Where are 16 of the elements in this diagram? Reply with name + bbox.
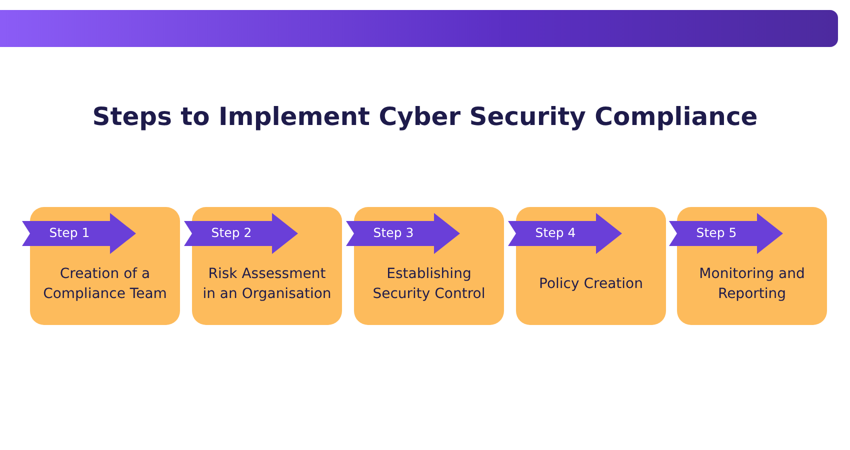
step-arrow <box>508 213 622 254</box>
step-label: Step 5 <box>695 225 738 240</box>
step-arrow <box>346 213 460 254</box>
step-label: Step 1 <box>48 225 91 240</box>
step-description: Risk Assessment in an Organisation <box>202 265 332 304</box>
step-description: Monitoring and Reporting <box>698 265 806 304</box>
step-description: Creation of a Compliance Team <box>42 265 168 304</box>
step-arrow <box>669 213 783 254</box>
step-description: Policy Creation <box>539 275 643 294</box>
step-arrow <box>184 213 298 254</box>
step-label: Step 4 <box>534 225 577 240</box>
step-label: Step 3 <box>372 225 415 240</box>
step-label: Step 2 <box>210 225 253 240</box>
step-arrow <box>22 213 136 254</box>
step-description: Establishing Security Control <box>372 265 486 304</box>
title: Steps to Implement Cyber Security Compliance <box>91 102 759 131</box>
